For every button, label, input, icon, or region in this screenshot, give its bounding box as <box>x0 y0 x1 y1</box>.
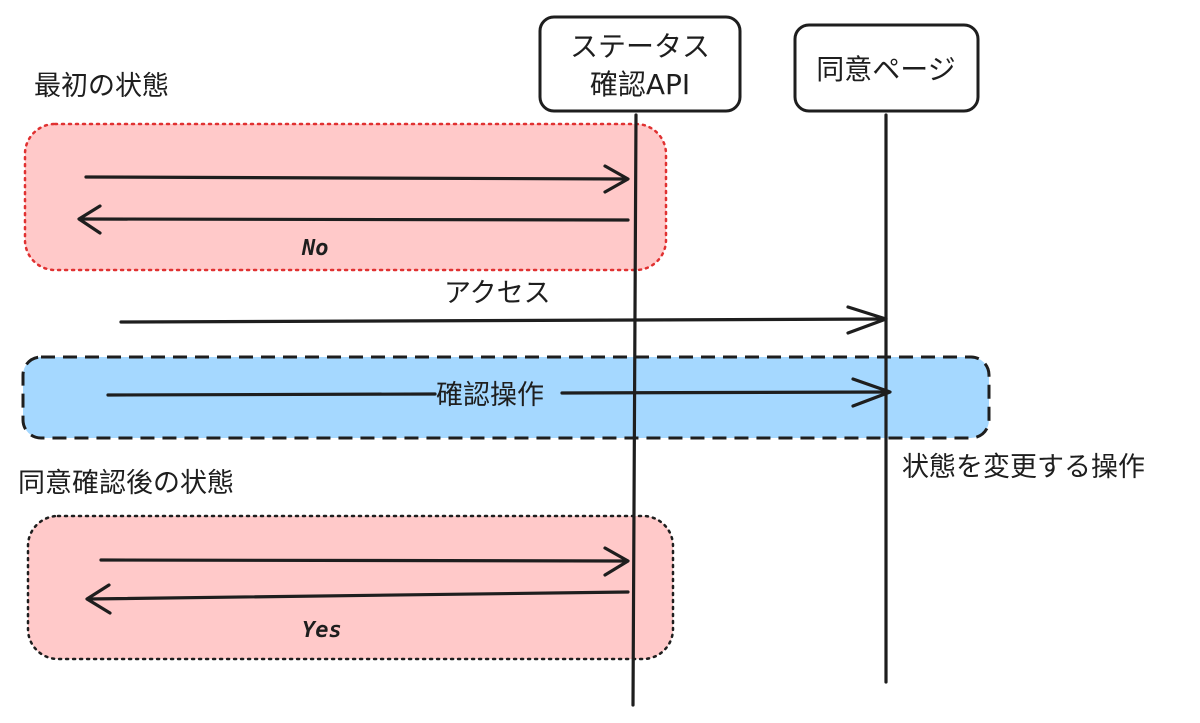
state-change-note: 状態を変更する操作 <box>902 452 1145 483</box>
section-label-after: 同意確認後の状態 <box>18 468 234 499</box>
initial-request-arrow <box>84 164 630 194</box>
after-response-arrow <box>85 583 630 615</box>
access-label: アクセス <box>444 278 551 309</box>
initial-state-group <box>23 122 668 272</box>
after-request-arrow <box>99 546 630 577</box>
actor-box-status-api <box>538 15 742 113</box>
lifeline-status-api <box>631 113 638 707</box>
initial-response-arrow <box>77 204 630 235</box>
actor-consent-page: 同意ページ <box>793 23 980 113</box>
access-arrow <box>119 305 888 335</box>
section-label-initial: 最初の状態 <box>34 71 169 102</box>
actor-status-api-line2: 確認API <box>590 68 690 101</box>
confirm-arrow <box>106 377 892 408</box>
actor-status-api-line1: ステータス <box>570 30 710 63</box>
confirm-label: 確認操作 <box>436 380 544 411</box>
actor-box-consent-page <box>793 23 980 113</box>
actor-status-api: ステータス 確認API <box>538 15 742 113</box>
actor-consent-page-label: 同意ページ <box>816 53 955 86</box>
after-consent-group <box>26 514 675 661</box>
confirm-operation-band <box>21 355 991 440</box>
initial-response-label: No <box>301 236 329 261</box>
after-response-label: Yes <box>302 618 342 643</box>
